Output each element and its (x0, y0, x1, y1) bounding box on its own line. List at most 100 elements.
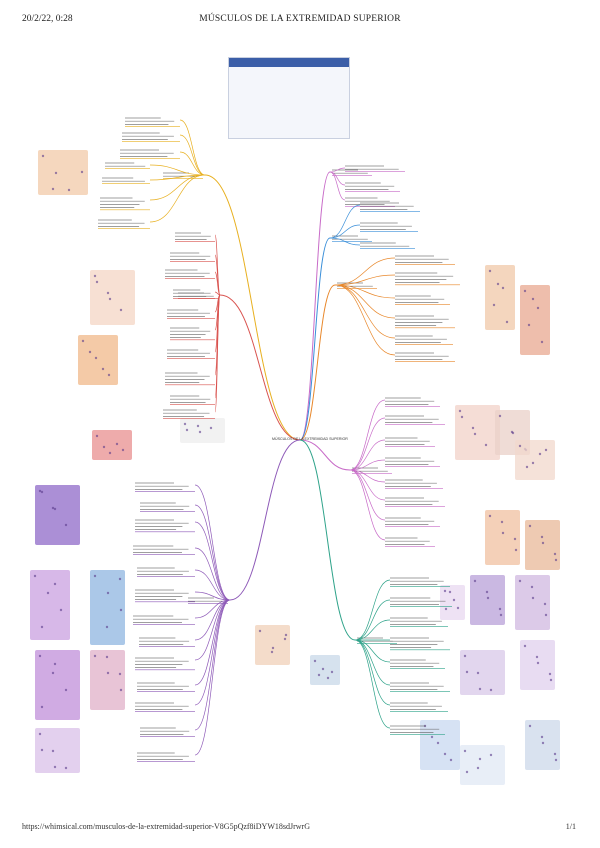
illustration-4 (92, 430, 132, 460)
illustration-mark (40, 705, 44, 709)
illustration-mark (101, 367, 105, 371)
illustration-mark (54, 171, 58, 175)
illustration-mark (40, 490, 44, 494)
illustration-mark (38, 654, 42, 658)
branch-arm-edge (214, 271, 221, 296)
illustration-mark (121, 448, 125, 452)
illustration-mark (105, 655, 109, 659)
illustration-mark (270, 650, 274, 654)
branch-girdle-edge (349, 439, 386, 471)
illustration-16 (455, 405, 500, 460)
branch-girdle-edge (349, 469, 386, 521)
illustration-mark (486, 596, 490, 600)
illustration-mark (541, 741, 545, 745)
branch-back-trunk (299, 284, 336, 441)
illustration-mark (549, 678, 553, 682)
illustration-mark (465, 670, 469, 674)
illustration-mark (527, 323, 531, 327)
illustration-21 (470, 575, 505, 625)
illustration-mark (38, 732, 42, 736)
illustration-mark (53, 662, 57, 666)
illustration-mark (51, 671, 55, 675)
illustration-mark (498, 607, 502, 611)
illustration-mark (95, 434, 99, 438)
illustration-mark (88, 350, 92, 354)
illustration-mark (488, 514, 492, 518)
illustration-9 (90, 650, 125, 710)
illustration-mark (513, 537, 517, 541)
illustration-mark (554, 758, 558, 762)
illustration-mark (33, 574, 37, 578)
illustration-mark (93, 574, 97, 578)
branch-shoulder-edge (149, 164, 206, 176)
illustration-mark (523, 644, 527, 648)
illustration-mark (541, 541, 545, 545)
illustration-mark (465, 770, 469, 774)
illustration-11 (180, 418, 225, 443)
illustration-mark (64, 523, 68, 527)
illustration-mark (102, 445, 106, 449)
illustration-mark (501, 286, 505, 290)
branch-back-edge (334, 257, 396, 286)
branch-hand (299, 439, 452, 735)
illustration-mark (106, 671, 110, 675)
illustration-mark (498, 414, 502, 418)
illustration-mark (484, 443, 488, 447)
branch-blue-edge (329, 204, 361, 239)
branch-upper-right-edge (329, 171, 346, 186)
illustration-mark (460, 415, 464, 419)
branch-hand-edge (354, 639, 391, 686)
branch-upper-right-edge (329, 171, 346, 201)
illustration-mark (496, 282, 500, 286)
illustration-mark (543, 602, 547, 606)
branch-hand-edge (354, 619, 391, 641)
illustration-mark (317, 673, 321, 677)
illustration-mark (51, 187, 55, 191)
illustration-mark (523, 289, 527, 293)
illustration-1 (38, 150, 88, 195)
illustration-mark (548, 672, 552, 676)
source-url: https://whimsical.com/musculos-de-la-ext… (22, 822, 310, 831)
branch-forearm-edge (194, 484, 231, 601)
illustration-28 (525, 720, 560, 770)
illustration-8 (35, 650, 80, 720)
legend-panel (228, 57, 350, 139)
branch-back-edge (334, 284, 396, 299)
illustration-mark (463, 749, 467, 753)
branch-girdle-edge (349, 399, 386, 471)
illustration-mark (198, 430, 202, 434)
illustration-mark (452, 598, 456, 602)
branch-forearm-edge (194, 547, 231, 601)
branch-girdle-edge (349, 417, 386, 471)
illustration-mark (500, 520, 504, 524)
branch-girdle-edge (349, 459, 386, 471)
illustration-mark (476, 671, 480, 675)
illustration-mark (106, 591, 110, 595)
illustration-mark (94, 356, 98, 360)
branch-forearm (133, 439, 301, 762)
illustration-mark (540, 340, 544, 344)
illustration-mark (488, 269, 492, 273)
illustration-mark (525, 465, 529, 469)
illustration-mark (492, 303, 496, 307)
illustration-mark (528, 524, 532, 528)
branch-upper-right-edge (329, 167, 346, 173)
center-connectors: MÚSCULOS DE LA EXTREMIDAD SUPERIOR (272, 436, 348, 441)
branch-forearm-edge (194, 521, 231, 601)
branch-forearm-edge (194, 599, 231, 686)
illustration-mark (53, 765, 57, 769)
branch-arm-edge (214, 291, 221, 296)
illustration-mark (535, 655, 539, 659)
illustration-mark (81, 339, 85, 343)
illustration-mark (119, 608, 123, 612)
illustration-5 (35, 485, 80, 545)
illustration-mark (536, 661, 540, 665)
illustration-mark (196, 424, 200, 428)
illustration-mark (185, 428, 189, 432)
branch-back-edge (334, 274, 396, 286)
illustration-10 (35, 728, 80, 773)
illustration-mark (64, 766, 68, 770)
branch-shoulder-edge (179, 151, 206, 176)
branch-hand-trunk (299, 439, 356, 641)
